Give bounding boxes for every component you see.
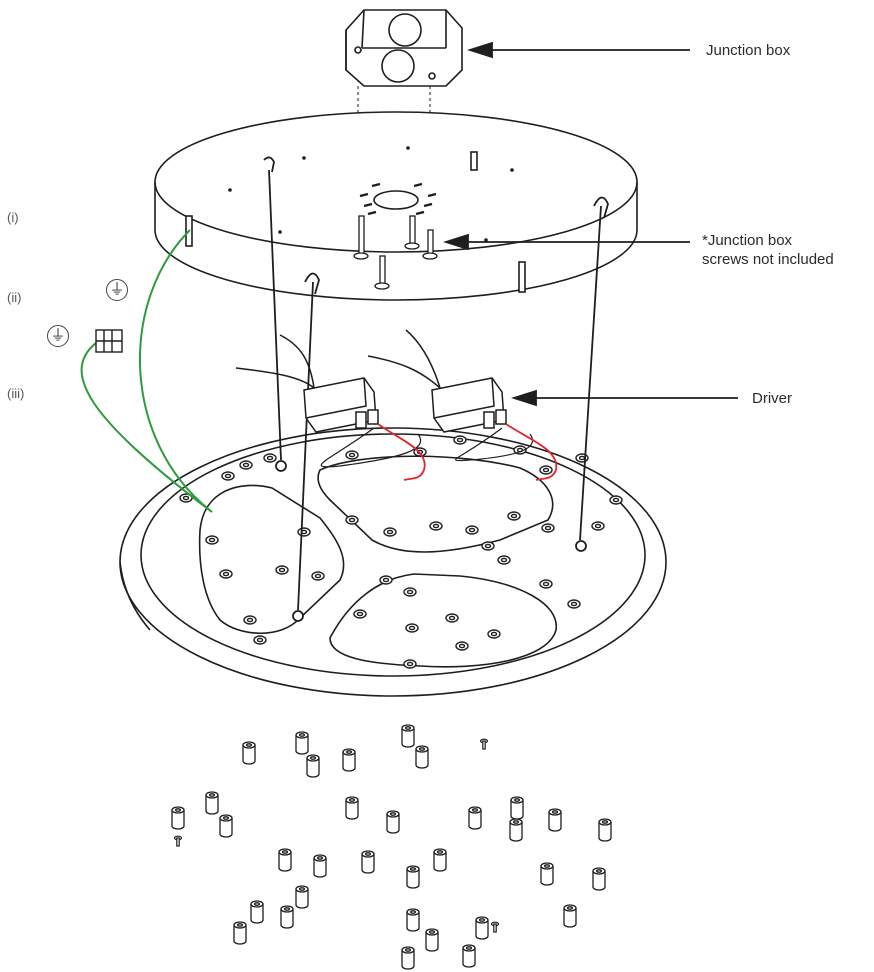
ground-symbol-icon: ⏚ — [47, 325, 69, 347]
plate-nut — [243, 615, 257, 625]
standoff-part — [171, 806, 185, 830]
plate-nut — [403, 659, 417, 669]
plate-nut — [591, 521, 605, 531]
plate-nut — [221, 471, 235, 481]
standoff-part — [242, 741, 256, 765]
standoff-part — [361, 850, 375, 874]
standoff-part — [509, 818, 523, 842]
standoff-part — [415, 745, 429, 769]
plate-nut — [297, 527, 311, 537]
plate-nut — [507, 511, 521, 521]
plate-nut — [497, 555, 511, 565]
standoff-part — [278, 848, 292, 872]
plate-nut — [345, 450, 359, 460]
standoff-part — [342, 748, 356, 772]
plate-nut — [453, 435, 467, 445]
plate-nut — [405, 623, 419, 633]
canopy — [154, 111, 638, 301]
standoff-part — [406, 908, 420, 932]
standoff-part — [205, 791, 219, 815]
plate-nut — [481, 541, 495, 551]
loose-screws — [173, 738, 500, 933]
standoff-part — [598, 818, 612, 842]
plate-nut — [275, 565, 289, 575]
junction-box-screws — [353, 215, 438, 290]
junction-box-label: Junction box — [706, 42, 791, 59]
ground-wires — [80, 229, 213, 513]
plate-nut — [541, 523, 555, 533]
screws-note-line1: *Junction box — [702, 232, 793, 249]
wire-connector-icon — [95, 329, 123, 353]
plate-nut — [311, 571, 325, 581]
plate-nut — [179, 493, 193, 503]
standoff-part — [306, 754, 320, 778]
standoff-part — [468, 806, 482, 830]
standoff-part — [295, 885, 309, 909]
standoff-part — [563, 904, 577, 928]
junction-box — [345, 9, 463, 118]
plate-nut — [539, 579, 553, 589]
plate-nut — [455, 641, 469, 651]
standoff-part — [510, 796, 524, 820]
live-wires — [377, 423, 558, 481]
plate-nut — [253, 635, 267, 645]
plate-nut — [239, 460, 253, 470]
standoff-part — [386, 810, 400, 834]
plate-nut — [487, 629, 501, 639]
plate-nut — [445, 613, 459, 623]
plate-nut — [609, 495, 623, 505]
driver-label: Driver — [752, 390, 792, 407]
plate-nut — [205, 535, 219, 545]
standoff-part — [548, 808, 562, 832]
standoff-part — [280, 905, 294, 929]
plate-nut — [383, 527, 397, 537]
standoff-part — [345, 796, 359, 820]
plate-nut — [403, 587, 417, 597]
loose-standoffs — [171, 724, 612, 970]
step-ii-label: (ii) — [7, 290, 22, 305]
standoff-part — [433, 848, 447, 872]
plate-standoffs — [179, 435, 623, 669]
standoff-part — [233, 921, 247, 945]
standoff-part — [250, 900, 264, 924]
plate-nut — [567, 599, 581, 609]
callout-arrows — [443, 41, 738, 407]
standoff-part — [592, 867, 606, 891]
plate-nut — [219, 569, 233, 579]
plate-nut — [465, 525, 479, 535]
standoff-part — [313, 854, 327, 878]
drivers — [235, 329, 533, 468]
standoff-part — [295, 731, 309, 755]
plate-nut — [353, 609, 367, 619]
standoff-part — [406, 865, 420, 889]
plate-nut — [539, 465, 553, 475]
standoff-part — [475, 916, 489, 940]
plate-nut — [345, 515, 359, 525]
screw-part — [173, 835, 183, 847]
screw-part — [479, 738, 489, 750]
base-plate — [119, 427, 667, 697]
standoff-part — [401, 946, 415, 970]
step-iii-label: (iii) — [7, 386, 25, 401]
step-i-label: (i) — [7, 210, 19, 225]
standoff-part — [540, 862, 554, 886]
standoff-part — [401, 724, 415, 748]
standoff-part — [425, 928, 439, 952]
plate-nut — [429, 521, 443, 531]
screws-note-line2: screws not included — [702, 251, 834, 268]
standoff-part — [462, 944, 476, 968]
ground-symbol-icon: ⏚ — [106, 279, 128, 301]
plate-nut — [513, 445, 527, 455]
screw-part — [490, 921, 500, 933]
suspension-cables — [263, 156, 609, 622]
standoff-part — [219, 814, 233, 838]
plate-nut — [263, 453, 277, 463]
plate-nut — [379, 575, 393, 585]
